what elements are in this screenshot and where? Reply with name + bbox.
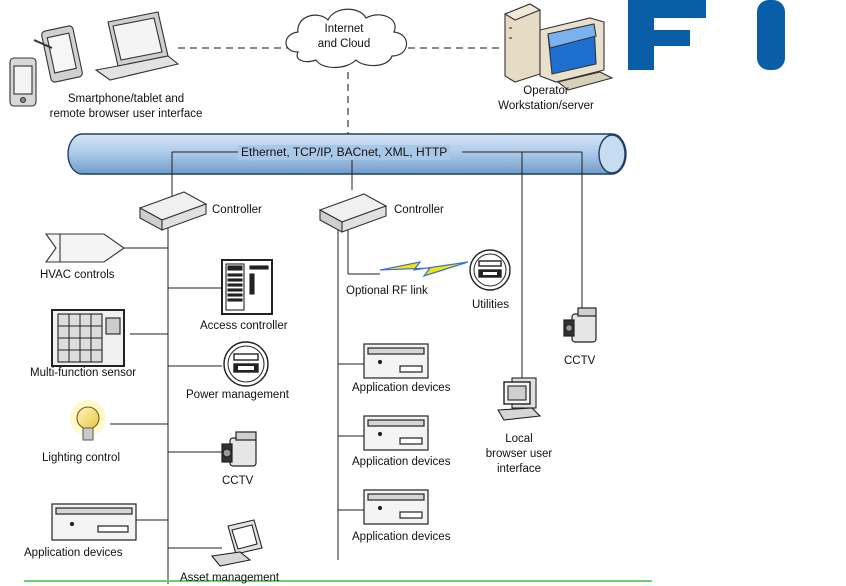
controller-left-label: Controller [212, 204, 262, 216]
connection-lines [110, 152, 583, 584]
cloud-icon [285, 8, 408, 69]
utilities-label: Utilities [472, 299, 510, 311]
cctv-left-icon [221, 431, 257, 467]
app-right-3-label: Application devices [352, 531, 451, 543]
sensor-icon [51, 309, 125, 367]
cctv-right-icon [563, 307, 597, 343]
app-left-label: Application devices [24, 547, 123, 559]
brand-logo [628, 0, 785, 70]
asset-computer-icon [210, 519, 263, 567]
wan-links [178, 47, 500, 135]
controller-left-icon [138, 191, 208, 231]
utilities-meter-icon [469, 249, 511, 291]
access-label: Access controller [200, 320, 288, 332]
app-right-1-label: Application devices [352, 382, 451, 394]
controller-right-icon [318, 193, 388, 233]
hvac-label: HVAC controls [40, 269, 115, 281]
app-device-right-2-icon [363, 415, 429, 451]
cctv-left-label: CCTV [222, 475, 254, 487]
cctv-right-label: CCTV [564, 355, 596, 367]
sensor-label: Multi-function sensor [30, 367, 137, 379]
local-computer-icon [497, 377, 542, 421]
local-ui-label: Local browser user interface [485, 433, 553, 475]
power-label: Power management [186, 389, 289, 401]
asset-label: Asset management [180, 572, 280, 584]
rf-link-label: Optional RF link [346, 285, 428, 297]
app-device-left-icon [51, 503, 137, 541]
app-right-2-label: Application devices [352, 456, 451, 468]
controller-right-label: Controller [394, 204, 444, 216]
rf-link-icon [379, 261, 469, 278]
hvac-icon [44, 233, 125, 263]
mobile-devices-icon [9, 11, 180, 107]
workstation-icon [503, 3, 614, 91]
operator-label: Operator Workstation/server [498, 85, 594, 112]
cloud-label: Internet and Cloud [317, 23, 371, 50]
lighting-label: Lighting control [42, 452, 120, 464]
light-bulb-icon [70, 400, 106, 441]
app-device-right-3-icon [363, 489, 429, 525]
app-device-right-1-icon [363, 343, 429, 379]
power-meter-icon [223, 341, 269, 387]
access-controller-icon [221, 259, 273, 315]
bus-label: Ethernet, TCP/IP, BACnet, XML, HTTP [238, 145, 451, 160]
remote-ui-label: Smartphone/tablet and remote browser use… [49, 93, 203, 120]
